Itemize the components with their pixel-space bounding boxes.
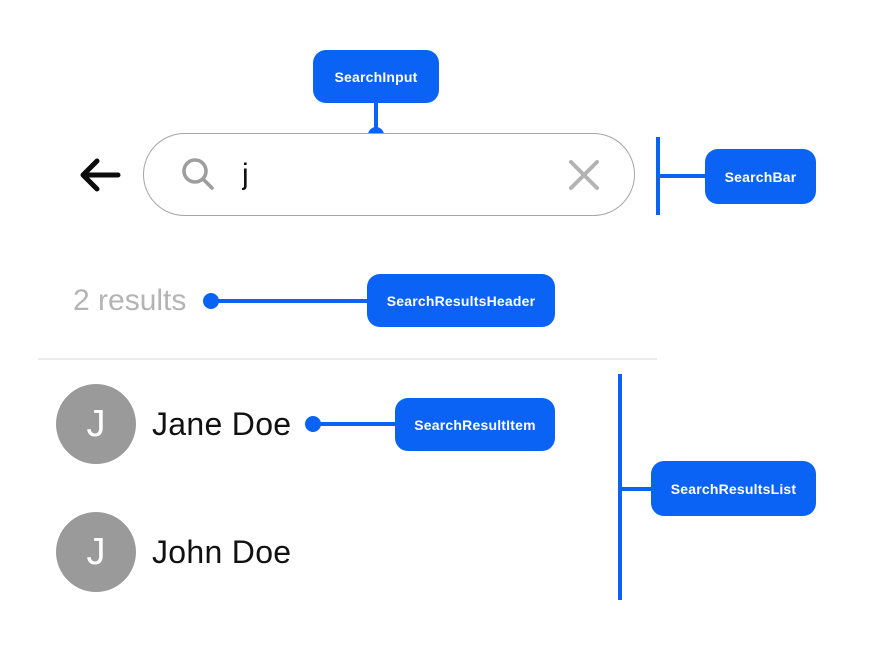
annotation-badge-search-input: SearchInput (313, 50, 439, 103)
result-name: Jane Doe (152, 405, 292, 442)
result-name: John Doe (152, 533, 292, 570)
search-bar[interactable] (143, 133, 635, 216)
avatar: J (56, 512, 136, 592)
back-arrow-icon (76, 158, 124, 202)
annotation-badge-search-results-header: SearchResultsHeader (367, 274, 555, 327)
clear-icon (566, 159, 602, 196)
bracket-line (656, 137, 660, 215)
search-result-row[interactable]: J John Doe (56, 512, 291, 592)
search-input[interactable] (240, 156, 514, 193)
search-icon (178, 155, 218, 195)
connector-line (211, 299, 367, 303)
bracket-line (618, 374, 622, 600)
connector-line (660, 174, 705, 178)
back-button[interactable] (76, 151, 124, 199)
annotation-badge-search-result-item: SearchResultItem (395, 398, 555, 451)
clear-search-button[interactable] (566, 157, 602, 193)
results-divider (38, 358, 657, 360)
search-result-row[interactable]: J Jane Doe (56, 384, 291, 464)
annotation-badge-search-results-list: SearchResultsList (651, 461, 816, 516)
avatar: J (56, 384, 136, 464)
annotation-badge-search-bar: SearchBar (705, 149, 816, 204)
results-count-label: 2 results (73, 284, 187, 317)
connector-line (374, 102, 378, 130)
connector-line (313, 422, 395, 426)
connector-line (622, 487, 651, 491)
